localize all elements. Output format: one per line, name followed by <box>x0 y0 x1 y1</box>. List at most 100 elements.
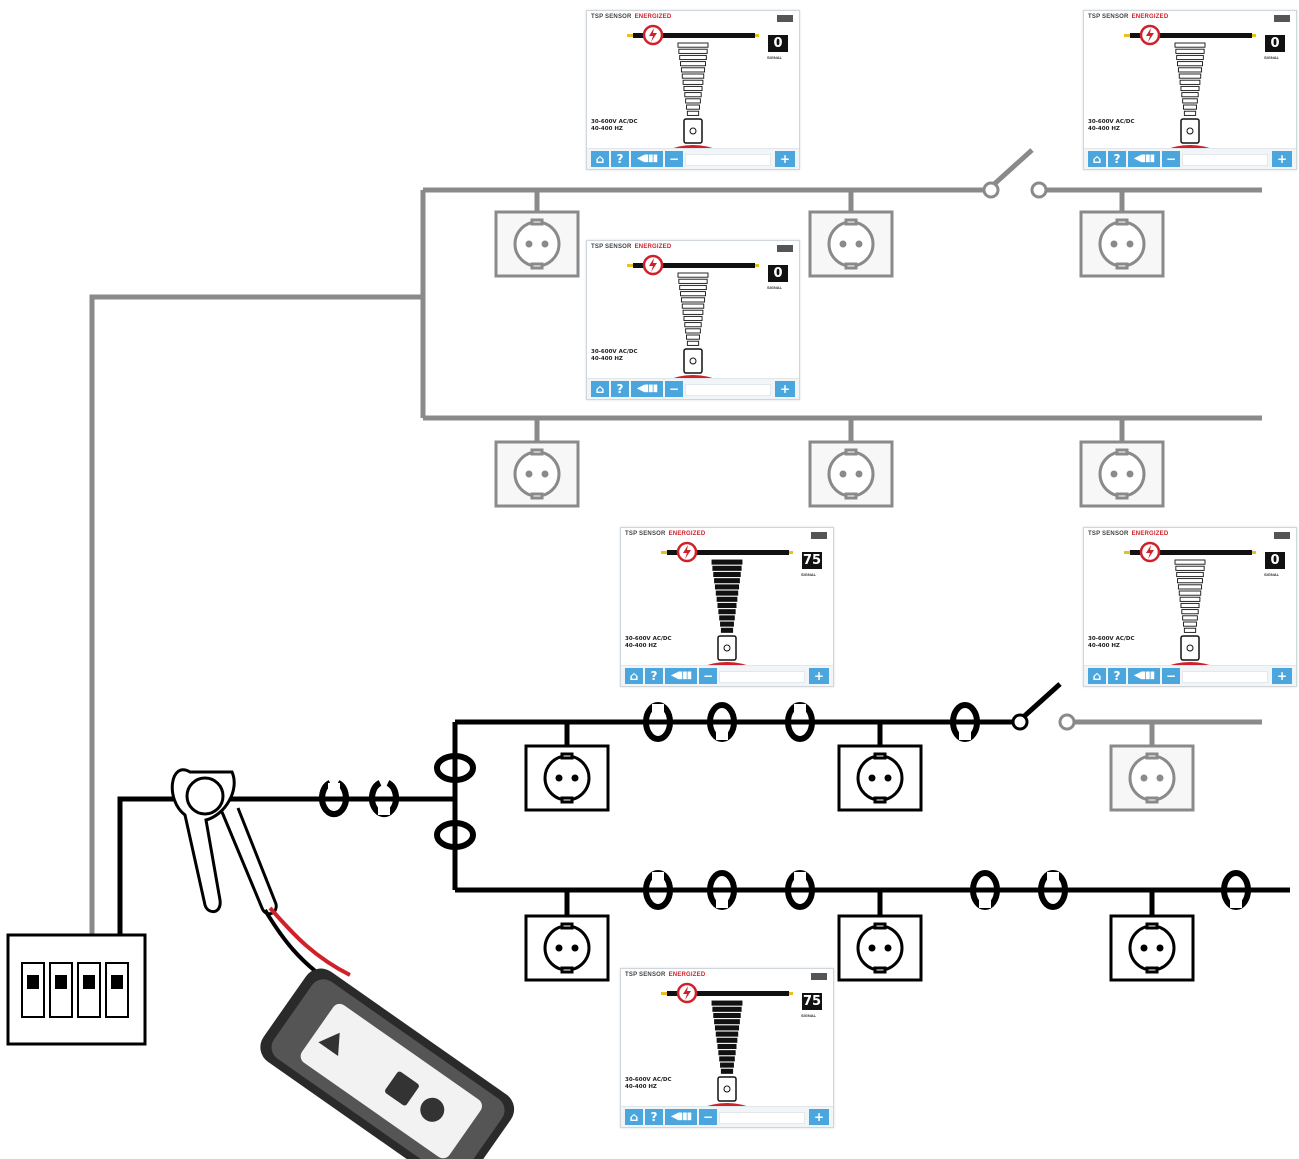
signal-bar <box>1177 67 1203 73</box>
signal-bar <box>1178 73 1202 79</box>
probe-tip <box>661 992 667 995</box>
sensor-icon <box>689 127 697 135</box>
sensor-head <box>683 118 703 144</box>
signal-bar <box>711 1000 743 1006</box>
signal-bar <box>683 85 703 92</box>
minus-button[interactable]: − <box>699 668 717 684</box>
probe-tip <box>1124 34 1130 37</box>
battery-icon <box>777 15 793 22</box>
volume-slider[interactable] <box>719 671 805 683</box>
minus-button[interactable]: − <box>1162 151 1180 167</box>
home-icon[interactable]: ⌂ <box>625 668 643 684</box>
switch-contacts <box>982 181 1076 731</box>
speaker-icon[interactable]: ◀▮▮▮ <box>665 1109 697 1125</box>
speaker-icon[interactable]: ◀▮▮▮ <box>1128 668 1160 684</box>
signal-label: SIGNAL <box>1264 55 1280 60</box>
minus-button[interactable]: − <box>699 1109 717 1125</box>
minus-button[interactable]: − <box>665 151 683 167</box>
probe-tip <box>755 264 759 267</box>
signal-bar <box>714 578 740 584</box>
signal-bar <box>719 1056 735 1062</box>
help-button[interactable]: ? <box>645 668 663 684</box>
signal-bar <box>714 584 740 590</box>
home-icon[interactable]: ⌂ <box>1088 668 1106 684</box>
speaker-icon[interactable]: ◀▮▮▮ <box>631 151 663 167</box>
plus-button[interactable]: + <box>809 668 829 684</box>
signal-bar <box>681 73 705 79</box>
signal-bar <box>1177 61 1203 67</box>
help-button[interactable]: ? <box>1108 668 1126 684</box>
signal-bar <box>680 297 706 303</box>
volume-slider[interactable] <box>685 384 771 396</box>
plus-button[interactable]: + <box>775 381 795 397</box>
probe-bar <box>1130 550 1252 555</box>
breaker-panel <box>6 933 147 1046</box>
signal-bar <box>1183 621 1197 627</box>
plus-button[interactable]: + <box>809 1109 829 1125</box>
signal-value: 0 <box>1265 552 1285 569</box>
speaker-icon[interactable]: ◀▮▮▮ <box>631 381 663 397</box>
signal-label: SIGNAL <box>1264 572 1280 577</box>
volume-slider[interactable] <box>719 1112 805 1124</box>
home-icon[interactable]: ⌂ <box>591 151 609 167</box>
signal-bar <box>716 596 738 602</box>
signal-bar <box>685 328 701 334</box>
signal-bar <box>684 92 702 98</box>
help-button[interactable]: ? <box>645 1109 663 1125</box>
plus-button[interactable]: + <box>1272 151 1292 167</box>
plus-button[interactable]: + <box>1272 668 1292 684</box>
battery-icon <box>1274 15 1290 22</box>
signal-bar <box>1181 92 1199 98</box>
signal-bar <box>1183 104 1197 110</box>
home-icon[interactable]: ⌂ <box>591 381 609 397</box>
signal-bar <box>680 61 706 67</box>
probe-bar <box>667 991 789 996</box>
transmitter-device <box>260 968 515 1159</box>
plus-button[interactable]: + <box>775 151 795 167</box>
minus-button[interactable]: − <box>665 381 683 397</box>
signal-bar <box>678 278 708 284</box>
speaker-icon[interactable]: ◀▮▮▮ <box>1128 151 1160 167</box>
signal-label: SIGNAL <box>801 572 817 577</box>
probe-tip <box>1252 34 1256 37</box>
battery-icon <box>811 973 827 980</box>
volume-slider[interactable] <box>685 154 771 166</box>
home-icon[interactable]: ⌂ <box>1088 151 1106 167</box>
probe-tip <box>789 551 793 554</box>
lightning-icon <box>683 986 691 1000</box>
signal-bar <box>716 1037 738 1043</box>
volume-slider[interactable] <box>1182 671 1268 683</box>
battery-icon <box>1274 532 1290 539</box>
signal-bar <box>1183 627 1197 633</box>
signal-bar <box>1182 98 1198 104</box>
signal-bar <box>720 621 734 627</box>
home-icon[interactable]: ⌂ <box>625 1109 643 1125</box>
help-button[interactable]: ? <box>1108 151 1126 167</box>
help-button[interactable]: ? <box>611 381 629 397</box>
volume-slider[interactable] <box>1182 154 1268 166</box>
signal-bar <box>720 1068 734 1074</box>
panel-toolbar: ⌂ ? ◀▮▮▮ − + <box>1084 148 1296 169</box>
help-button[interactable]: ? <box>611 151 629 167</box>
battery-icon <box>811 532 827 539</box>
signal-bar <box>681 303 705 309</box>
minus-button[interactable]: − <box>1162 668 1180 684</box>
speaker-icon[interactable]: ◀▮▮▮ <box>665 668 697 684</box>
probe-bar <box>667 550 789 555</box>
signal-bar <box>682 309 704 315</box>
signal-bar <box>1179 596 1201 602</box>
signal-bar <box>715 590 739 596</box>
panel-toolbar: ⌂ ? ◀▮▮▮ − + <box>1084 665 1296 686</box>
sensor-head <box>1180 635 1200 661</box>
signal-bar <box>679 54 707 61</box>
sensor-icon <box>689 357 697 365</box>
sensor-icon <box>1186 644 1194 652</box>
